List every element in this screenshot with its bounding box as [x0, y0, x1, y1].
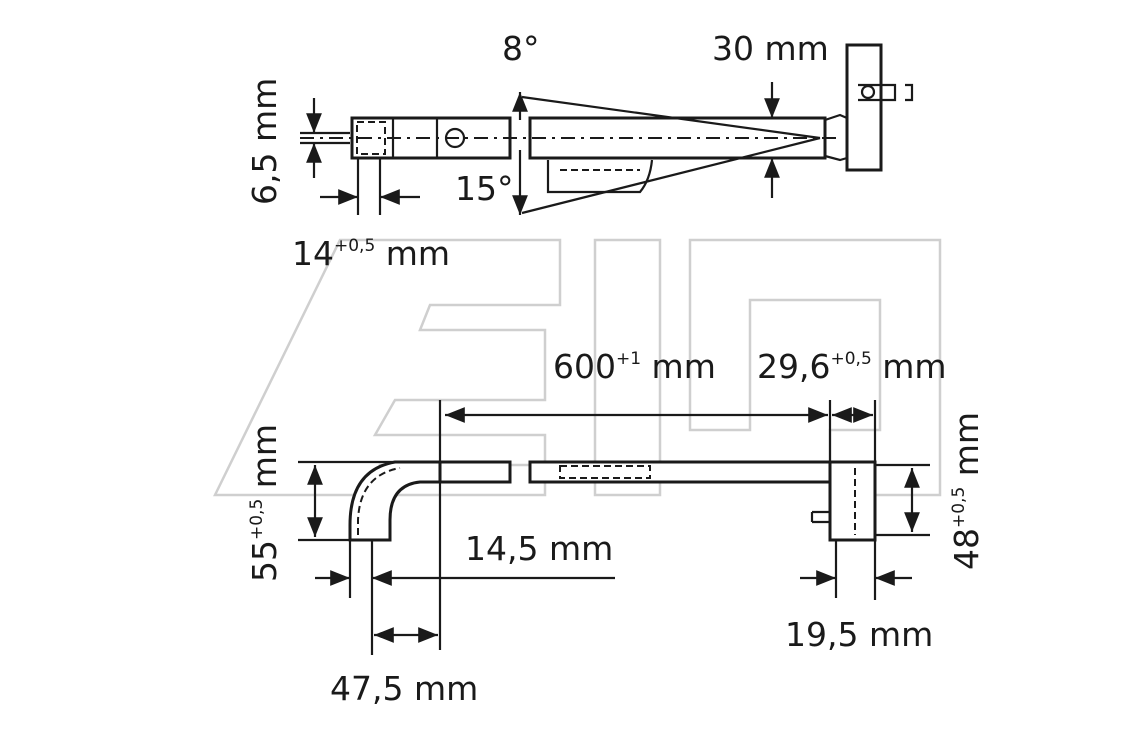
hook: [348, 460, 442, 542]
plate-width-label: 19,5 mm: [785, 615, 933, 654]
angle-8-label: 8°: [502, 29, 540, 68]
offset-30-label: 30 mm: [712, 29, 829, 68]
slot-width-label: 14+0,5 mm: [292, 234, 450, 273]
end-height-label: 48+0,5 mm: [947, 412, 986, 570]
end-bracket: [828, 460, 877, 542]
top-view: 8° 30 mm 15° 6,5 mm 14+0,5 mm: [245, 29, 914, 273]
end-plate: [845, 43, 883, 172]
hook-width-label: 14,5 mm: [465, 529, 613, 568]
bar-left-segment: [438, 460, 512, 484]
thickness-label: 6,5 mm: [245, 78, 284, 205]
hook-height-label: 55+0,5 mm: [245, 424, 284, 582]
hook-offset-label: 47,5 mm: [330, 669, 478, 708]
end-width-label: 29,6+0,5 mm: [757, 347, 947, 386]
angle-15-label: 15°: [455, 169, 514, 208]
side-view: 600+1 mm 29,6+0,5 mm 55+0,5 mm 48+0,5 mm…: [245, 347, 986, 708]
length-label: 600+1 mm: [553, 347, 716, 386]
